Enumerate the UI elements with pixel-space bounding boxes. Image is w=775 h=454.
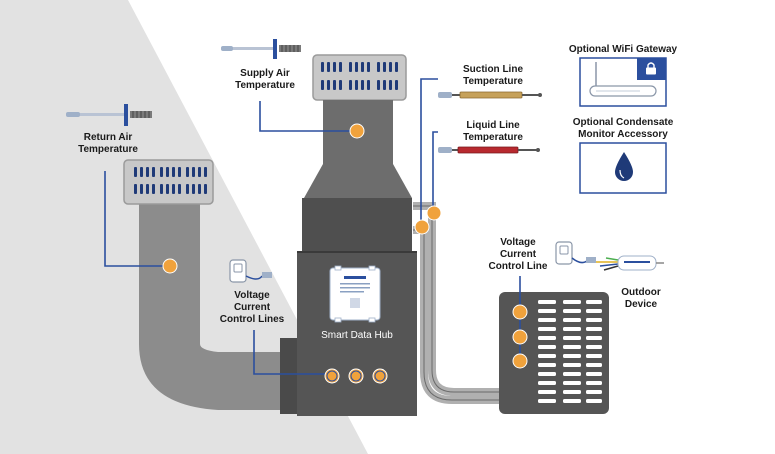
wifi-gateway-box <box>579 57 667 107</box>
voltage-current-control-lines-label: Voltage Current Control Lines <box>219 290 285 325</box>
suction-line-probe <box>438 91 542 99</box>
outdoor-device-module <box>596 255 664 271</box>
supply-grille <box>312 54 407 101</box>
coil-cabinet <box>302 198 412 252</box>
sensor-dot-rings <box>326 370 386 382</box>
condenser-fins <box>538 300 602 403</box>
smart-data-hub-device <box>329 265 381 323</box>
smart-data-hub-label: Smart Data Hub <box>321 330 393 341</box>
liquid-line-temperature-label: Liquid Line Temperature <box>463 120 523 143</box>
condensate-monitor-box <box>579 142 667 194</box>
return-air-probe <box>66 104 152 126</box>
outdoor-device-label: Outdoor Device <box>621 287 661 310</box>
supply-air-probe <box>221 39 301 59</box>
supply-air-temperature-label: Supply Air Temperature <box>235 68 295 91</box>
suction-line-temperature-label: Suction Line Temperature <box>463 64 523 87</box>
voltage-current-control-line-label: Voltage Current Control Line <box>488 237 548 272</box>
current-transformer-outdoor <box>555 241 596 265</box>
wifi-gateway-label: Optional WiFi Gateway <box>568 44 678 55</box>
current-transformer-indoor <box>229 259 272 283</box>
liquid-line-probe <box>438 146 540 154</box>
return-duct-vertical <box>139 204 200 344</box>
return-duct-elbow <box>139 344 282 410</box>
supply-transition <box>304 164 412 198</box>
condensate-monitor-label: Optional Condensate Monitor Accessory <box>572 117 674 140</box>
return-grille <box>123 159 214 205</box>
condenser-unit <box>499 292 609 414</box>
return-air-temperature-label: Return Air Temperature <box>78 132 138 155</box>
duct-collar <box>280 338 300 414</box>
